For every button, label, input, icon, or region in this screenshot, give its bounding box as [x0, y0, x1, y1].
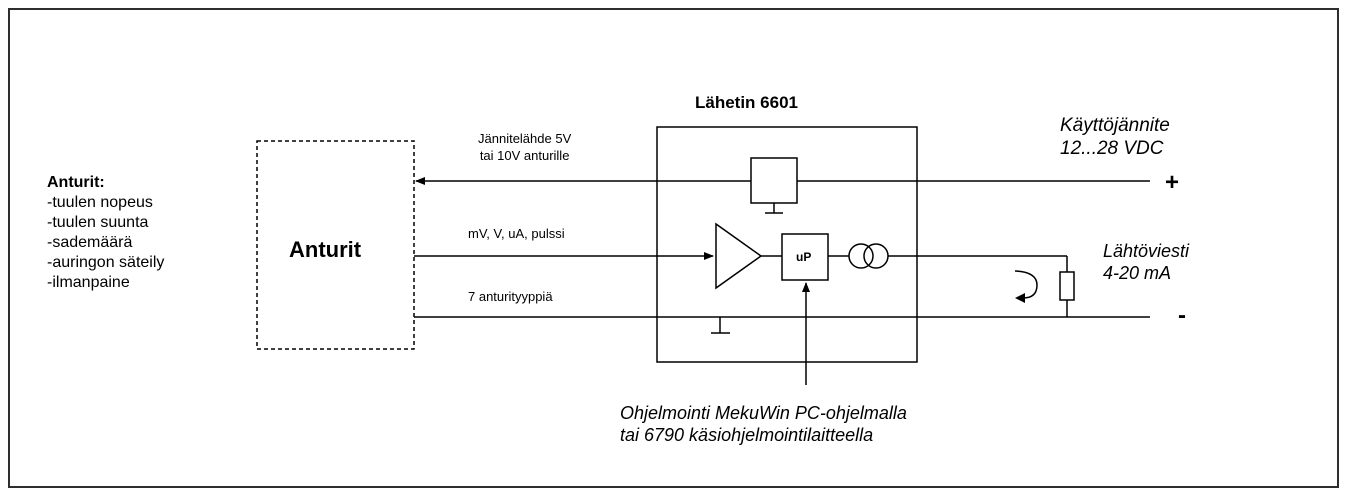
supply-label-line1: Jännitelähde 5V	[478, 131, 572, 146]
sensor-list-heading: Anturit:	[47, 174, 105, 191]
supply-label-line2: tai 10V anturille	[479, 148, 570, 163]
sensor-list-item: -tuulen nopeus	[47, 194, 153, 211]
minus-terminal: -	[1178, 302, 1186, 329]
up-box	[781, 233, 829, 281]
amplifier-triangle	[715, 222, 763, 290]
transmitter-title: Lähetin 6601	[695, 93, 798, 112]
sensor-types-label: 7 anturityyppiä	[468, 289, 553, 304]
current-loop-arrow	[1014, 270, 1038, 299]
resistor	[1059, 271, 1075, 301]
sensor-list: Anturit: -tuulen nopeus -tuulen suunta -…	[47, 173, 164, 293]
programming-line1: Ohjelmointi MekuWin PC-ohjelmalla	[620, 403, 907, 423]
sensor-list-item: -tuulen suunta	[47, 214, 149, 231]
sensor-box-label: Anturit	[289, 237, 362, 262]
programming-label: Ohjelmointi MekuWin PC-ohjelmalla tai 67…	[620, 402, 907, 446]
regulator-box	[750, 157, 798, 204]
sensor-box	[256, 140, 415, 350]
operating-voltage-line1: Käyttöjännite	[1060, 115, 1170, 136]
output-signal-line1: Lähtöviesti	[1103, 241, 1190, 261]
sensor-list-item: -auringon säteily	[47, 254, 165, 271]
plus-terminal: +	[1165, 169, 1180, 196]
supply-label: Jännitelähde 5V tai 10V anturille	[478, 130, 571, 164]
operating-voltage-label: Käyttöjännite 12...28 VDC	[1060, 114, 1170, 160]
up-label: uP	[796, 250, 812, 264]
output-signal-line2: 4-20 mA	[1103, 263, 1172, 283]
current-source-circle-1	[848, 243, 874, 269]
programming-line2: tai 6790 käsiohjelmointilaitteella	[620, 425, 874, 445]
diagram-frame	[8, 8, 1339, 488]
sensor-list-item: -sademäärä	[47, 234, 133, 251]
sensor-list-item: -ilmanpaine	[47, 274, 130, 291]
signal-label: mV, V, uA, pulssi	[468, 226, 565, 241]
operating-voltage-line2: 12...28 VDC	[1060, 138, 1164, 159]
output-signal-label: Lähtöviesti 4-20 mA	[1103, 240, 1189, 284]
current-loop-arrowhead	[1015, 293, 1025, 303]
transmitter-box	[656, 126, 918, 363]
